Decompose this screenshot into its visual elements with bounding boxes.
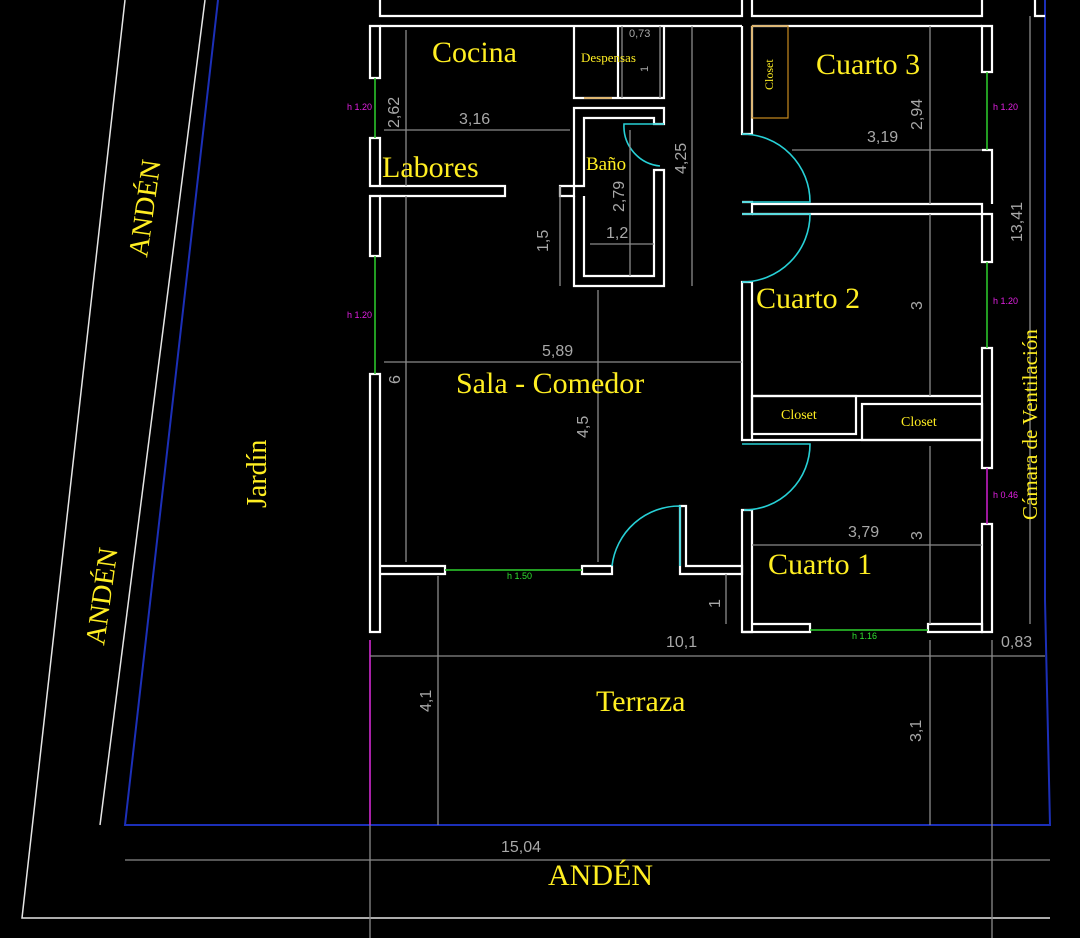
- door-cuarto2: [741, 213, 811, 283]
- walls: [368, 0, 1045, 634]
- label-closet-cuarto3: Closet: [762, 59, 776, 90]
- label-anden-left: ANDÉN: [80, 546, 124, 647]
- h-cuarto3: h 1.20: [993, 102, 1018, 112]
- closet-cuarto2a-box: [750, 394, 858, 436]
- window-height-labels: h 1.20 h 1.20 h 1.20 h 1.20 h 0.46 h 1.5…: [347, 102, 1018, 641]
- label-cuarto3: Cuarto 3: [816, 48, 920, 81]
- door-cuarto1: [742, 443, 811, 511]
- dim-45: 4,5: [575, 416, 592, 438]
- property-line: [123, 0, 1052, 826]
- dimension-lines: [125, 16, 1050, 861]
- closet-outlines: [750, 25, 984, 442]
- windows: [374, 72, 988, 631]
- label-jardin: Jardín: [242, 440, 273, 508]
- h-camara: h 0.46: [993, 490, 1018, 500]
- inner-lot-line-left: [99, 0, 206, 826]
- closet-cuarto2b-box: [860, 402, 984, 442]
- lot-boundaries: [21, 0, 1052, 938]
- dim-6: 6: [387, 375, 404, 384]
- closet-cuarto3-box: [751, 25, 789, 119]
- label-cocina: Cocina: [432, 36, 517, 69]
- h-cuarto1: h 1.16: [852, 631, 877, 641]
- dim-12: 1,2: [606, 225, 628, 242]
- door-cuarto3: [741, 133, 811, 203]
- dim-425: 4,25: [673, 143, 690, 174]
- door-main: [611, 505, 681, 567]
- dim-083: 0,83: [1001, 634, 1032, 651]
- h-front: h 1.50: [507, 571, 532, 581]
- dim-1-door: 1: [707, 599, 724, 608]
- outer-lot-line: [21, 0, 1050, 919]
- dim-589: 5,89: [542, 343, 573, 360]
- label-camara-ventilacion: Cámara de Ventilación: [1018, 329, 1042, 520]
- label-closet-cuarto2a: Closet: [781, 408, 817, 423]
- doors: [611, 123, 811, 567]
- room-labels: Cocina Despensas Cuarto 3 Closet Labores…: [80, 36, 1042, 892]
- h-cuarto2: h 1.20: [993, 296, 1018, 306]
- label-labores: Labores: [382, 151, 479, 184]
- dim-379: 3,79: [848, 524, 879, 541]
- dim-279: 2,79: [611, 181, 628, 212]
- dim-101: 10,1: [666, 634, 697, 651]
- dim-316: 3,16: [459, 111, 490, 128]
- label-despensas: Despensas: [581, 50, 636, 65]
- label-closet-cuarto2b: Closet: [901, 415, 937, 430]
- label-sala-comedor: Sala - Comedor: [456, 367, 644, 400]
- dim-319: 3,19: [867, 129, 898, 146]
- h-sala: h 1.20: [347, 310, 372, 320]
- dim-262: 2,62: [386, 97, 403, 128]
- dim-15: 1,5: [535, 230, 552, 252]
- dim-1504: 15,04: [501, 839, 541, 856]
- label-terraza: Terraza: [596, 685, 685, 718]
- dim-31: 3,1: [908, 720, 925, 742]
- dim-294: 2,94: [909, 99, 926, 130]
- dim-3-cuarto1: 3: [909, 531, 926, 540]
- door-bano: [623, 123, 664, 167]
- dimension-labels: 0,73 1 2,62 3,16 2,79 1,2 1,5 4,25 2,94 …: [386, 28, 1032, 856]
- label-cuarto2: Cuarto 2: [756, 282, 860, 315]
- dim-3-cuarto2: 3: [909, 301, 926, 310]
- label-anden-bottom: ANDÉN: [548, 859, 653, 892]
- dim-073: 0,73: [629, 28, 650, 40]
- label-anden-top: ANDÉN: [123, 158, 167, 259]
- dim-1-despensa: 1: [639, 66, 651, 72]
- label-cuarto1: Cuarto 1: [768, 548, 872, 581]
- dim-41: 4,1: [418, 690, 435, 712]
- dim-1341: 13,41: [1009, 202, 1026, 242]
- label-bano: Baño: [586, 154, 626, 175]
- h-labores: h 1.20: [347, 102, 372, 112]
